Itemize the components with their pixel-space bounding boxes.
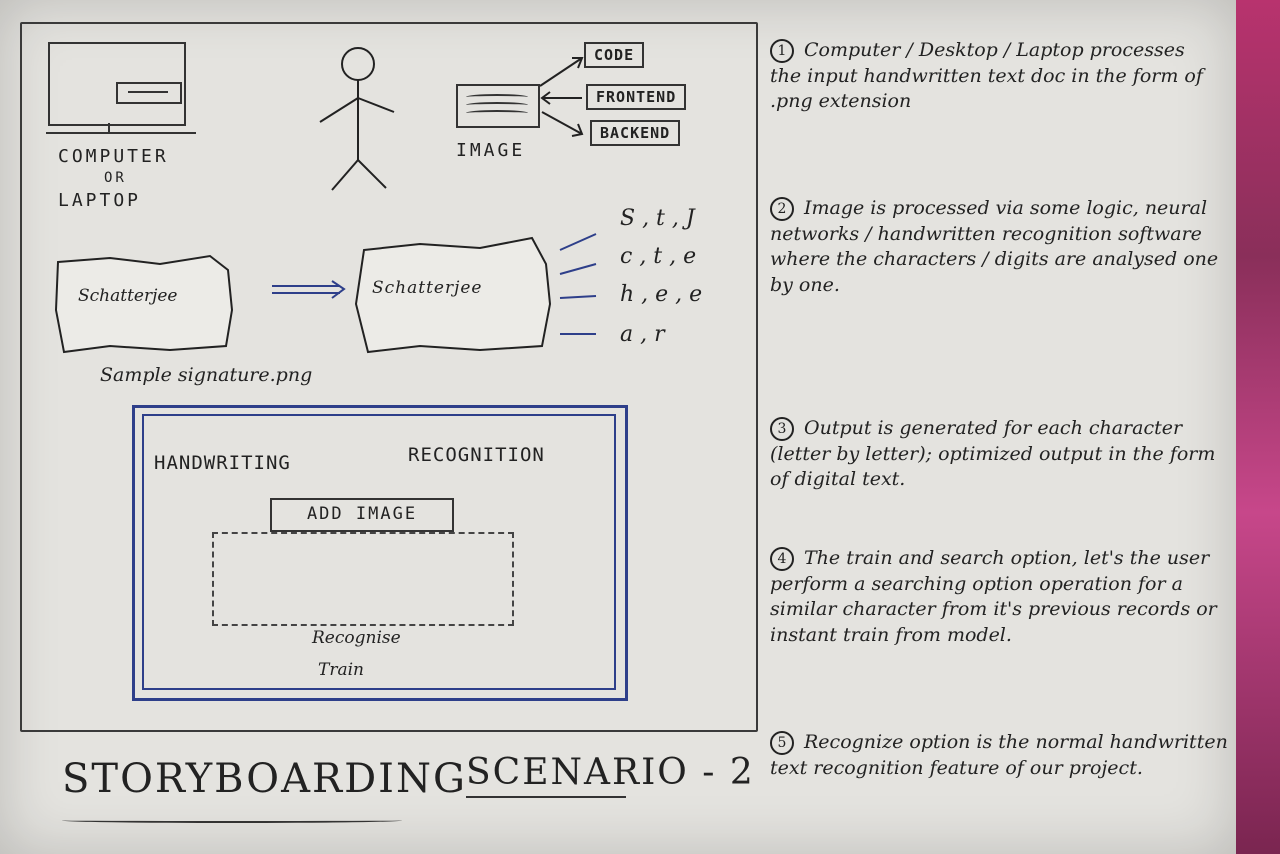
note-number: 3 [770,417,794,441]
scenario-title: SCENARIO - 2 [466,752,755,793]
processed-signature-text: Schatterjee [372,278,483,298]
signature-text: Schatterjee [78,286,178,306]
background-edge [1236,0,1280,854]
image-output-arrows [539,57,584,137]
monitor-icon [48,42,186,126]
code-box: CODE [584,42,645,68]
storyboarding-title: STORYBOARDING [62,756,467,802]
image-drop-area[interactable] [212,532,514,626]
add-image-button[interactable]: ADD IMAGE [270,498,454,532]
char-row: a , r [620,322,665,347]
note-text: Recognize option is the normal handwritt… [770,731,1228,779]
computer-label: COMPUTER [58,146,169,167]
monitor-base-icon [46,132,196,134]
char-row: c , t , e [620,244,697,269]
ui-mockup-outer-frame [132,405,628,701]
monitor-stand-icon [108,123,110,133]
char-row: S , t , J [620,206,695,231]
note-text: The train and search option, let's the u… [770,547,1217,646]
laptop-label: LAPTOP [58,190,142,211]
ui-title-right: RECOGNITION [408,444,545,466]
note-number: 2 [770,197,794,221]
char-row: h , e , e [620,282,703,307]
signature-sample-card [54,254,234,354]
segmentation-arrows [559,233,597,335]
scenario-underline [466,796,626,798]
add-image-label: ADD IMAGE [306,504,418,524]
frontend-box: FRONTEND [586,84,687,110]
paper-sheet [0,0,1236,854]
sample-caption: Sample signature.png [100,364,313,386]
note-number: 5 [770,731,794,755]
ui-title-left: HANDWRITING [154,452,291,474]
ui-mockup-window [142,414,616,690]
image-document-icon [456,84,540,128]
title-underline [62,818,402,823]
processed-signature-card [354,236,552,354]
note-number: 4 [770,547,794,571]
screen-input-icon [116,82,182,104]
user-stick-figure-icon [319,47,395,191]
image-label: IMAGE [456,140,526,161]
note-text: Image is processed via some logic, neura… [770,197,1219,296]
storyboard-frame [20,22,758,732]
note-text: Output is generated for each character (… [770,417,1216,491]
process-arrow-icon [272,280,346,299]
computer-label-or: OR [104,170,127,186]
note-text: Computer / Desktop / Laptop processes th… [770,39,1203,113]
train-option[interactable]: Train [318,660,364,680]
note-number: 1 [770,39,794,63]
recognise-option[interactable]: Recognise [312,628,401,648]
backend-box: BACKEND [590,120,681,146]
